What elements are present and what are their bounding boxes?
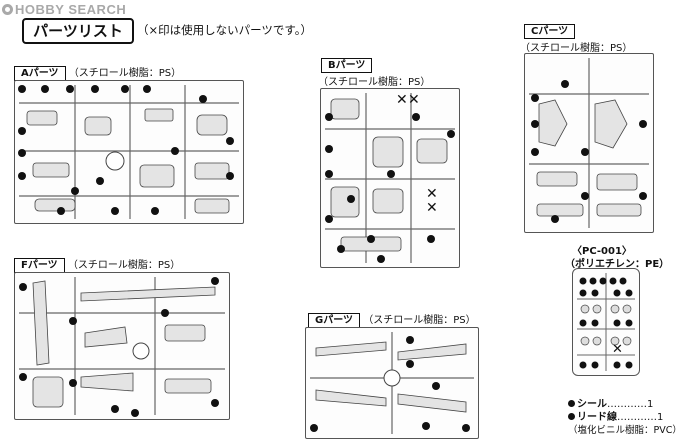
- sprue-f-label: Fパーツ （スチロール樹脂：PS）: [14, 256, 180, 273]
- unused-mark-b-3: ✕: [426, 186, 438, 202]
- sprue-c-material: （スチロール樹脂：PS）: [520, 43, 633, 54]
- sprue-c-drawing: [529, 58, 649, 228]
- extras-material-note: （塩化ビニル樹脂：PVC）: [568, 425, 682, 436]
- logo-icon: [2, 4, 13, 15]
- pc-001-material: （ポリエチレン：PE）: [565, 259, 670, 270]
- pc-001-label: 〈PC-001〉: [572, 246, 632, 257]
- unused-mark-b-1: ✕: [396, 92, 408, 108]
- sprue-b-drawing: [325, 93, 455, 263]
- page-title: パーツリスト: [22, 18, 134, 44]
- sprue-a-drawing: [18, 85, 239, 219]
- unused-mark-b-4: ✕: [426, 200, 438, 216]
- sprue-a-frame: [14, 80, 244, 224]
- sprue-b-material: （スチロール樹脂：PS）: [318, 77, 431, 88]
- extras-list: シール…………1 リード線…………1 （塩化ビニル樹脂：PVC）: [568, 398, 682, 437]
- unused-mark-b-2: ✕: [408, 92, 420, 108]
- sprue-pc-drawing: [577, 273, 635, 371]
- unused-mark-pc: ✕: [612, 342, 623, 357]
- sprue-g-drawing: [310, 332, 474, 434]
- sprue-f-drawing: [19, 277, 225, 417]
- bullet-icon: [568, 413, 575, 420]
- sprue-g-label: Gパーツ （スチロール樹脂：PS）: [308, 311, 476, 328]
- sprue-b-frame: [320, 88, 460, 268]
- extras-item-lead-wire: リード線…………1: [568, 411, 682, 424]
- watermark-logo: HOBBY SEARCH: [2, 2, 126, 17]
- sprue-c-label: Cパーツ: [524, 24, 576, 39]
- sprue-b-label: Bパーツ: [321, 58, 373, 73]
- bullet-icon: [568, 400, 575, 407]
- sprue-a-label: Aパーツ （スチロール樹脂：PS）: [14, 64, 181, 81]
- extras-item-seal: シール…………1: [568, 398, 682, 411]
- unused-parts-note: （×印は使用しないパーツです。）: [137, 23, 313, 37]
- sprue-g-frame: [305, 327, 479, 439]
- sprue-pc-frame: [572, 268, 640, 376]
- sprue-c-frame: [524, 53, 654, 233]
- sprue-f-frame: [14, 272, 230, 420]
